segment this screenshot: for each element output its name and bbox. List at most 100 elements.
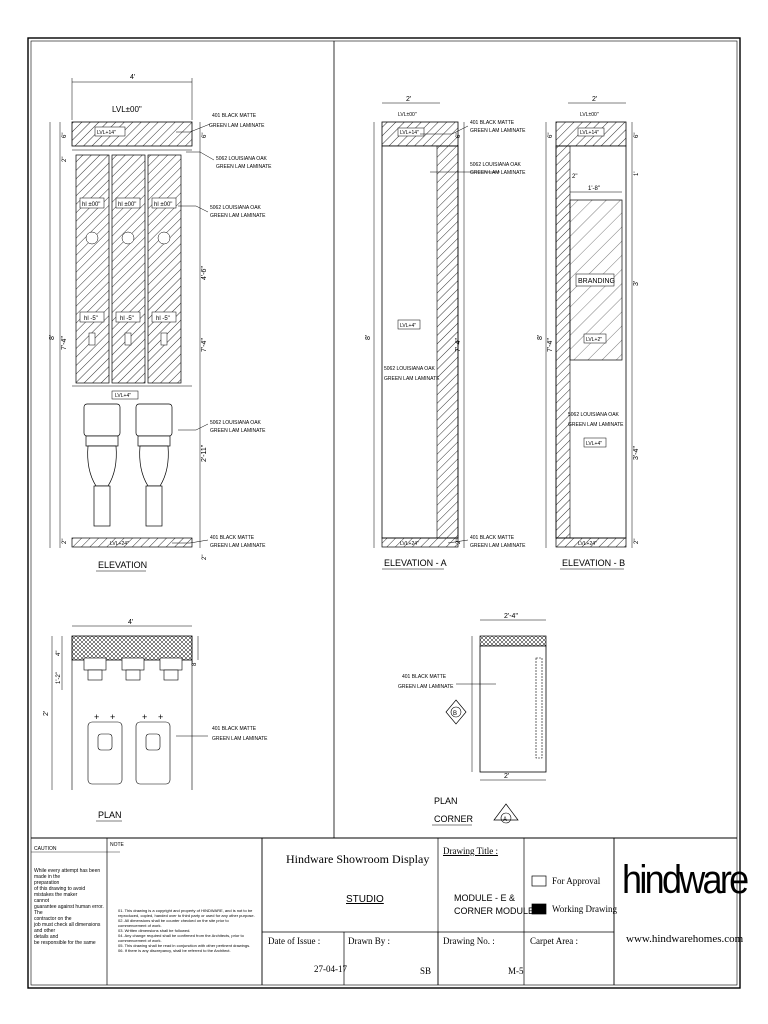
dim-3ft-b: 3' xyxy=(633,281,640,286)
dim-4ft-plan: 4' xyxy=(128,619,133,626)
note-b-oak-a: 5062 LOUISIANA OAK xyxy=(568,412,620,418)
sheet-border-outer xyxy=(27,37,741,989)
note-oak-3b: GREEN LAM LAMINATE xyxy=(210,428,266,434)
date-value: 27-04-17 xyxy=(314,964,347,974)
note-b-oak-b: GREEN LAM LAMINATE xyxy=(568,422,624,428)
toilets xyxy=(83,403,173,527)
note-a-oak-1b: GREEN LAM LAMINATE xyxy=(470,170,526,176)
working-drawing: Working Drawing xyxy=(552,904,618,914)
mirror-panels: hl ±00" hl ±00" hl ±00" hl -5" hl -5" hl… xyxy=(75,154,182,384)
dim-2in-front-b: 2" xyxy=(62,539,68,544)
lvl-14-a: LVL+14" xyxy=(400,130,419,136)
svg-text:+: + xyxy=(142,712,147,722)
note-bm-1a: 401 BLACK MATTE xyxy=(212,113,257,119)
date-label: Date of Issue : xyxy=(268,936,321,946)
elevation-a: 2' LVL±00" LVL+14" LVL+24" LVL+4" 8' 7'-… xyxy=(365,96,526,570)
title-plan: PLAN xyxy=(98,810,122,820)
lvl-14-b: LVL+14" xyxy=(580,130,599,136)
note-line: 03. Written dimensions shall be followed… xyxy=(118,928,191,933)
lvl-00-a: LVL±00" xyxy=(398,112,417,118)
note-oak-2a: 5062 LOUISIANA OAK xyxy=(210,205,262,211)
marker-b: B xyxy=(453,711,457,717)
note-oak-3a: 5062 LOUISIANA OAK xyxy=(210,420,262,426)
note-label: NOTE xyxy=(110,842,124,848)
hl-00-3: hl ±00" xyxy=(154,202,172,208)
dim-74-front: 7'-4" xyxy=(61,336,68,350)
dim-2ft-plan: 2' xyxy=(43,711,50,716)
title-block-grid xyxy=(31,838,615,985)
dim-12-plan: 1'-2" xyxy=(56,672,62,684)
dim-2in-front-r: 2" xyxy=(202,555,208,560)
dim-1ft-b: 1' xyxy=(634,172,640,176)
lvl-4-a: LVL+4" xyxy=(400,323,416,329)
dim-6in-front-r: 6" xyxy=(202,133,208,138)
lvl-00-b: LVL±00" xyxy=(580,112,599,118)
note-bm-1b: GREEN LAM LAMINATE xyxy=(209,123,265,129)
hl-00-1: hl ±00" xyxy=(82,202,100,208)
dim-8in-plan: 8" xyxy=(192,661,198,666)
website-link[interactable]: www.hindwarehomes.com xyxy=(626,933,744,945)
dim-74-b: 7'-4" xyxy=(547,338,554,352)
dim-width-4ft: 4' xyxy=(130,74,135,81)
hl-neg5-2: hl -5" xyxy=(120,316,134,322)
plan-corner: 2'-4" 2' 401 BLACK MATTE GREEN LAM LAMIN… xyxy=(398,613,547,826)
drawing-no-label: Drawing No. : xyxy=(443,936,495,946)
carpet-area-label: Carpet Area : xyxy=(530,936,578,946)
elevation-b: 2' LVL±00" LVL+14" BRANDING LVL+2" LVL+4… xyxy=(537,96,640,570)
svg-text:+: + xyxy=(110,712,115,722)
caution-text: While every attempt has been made in the… xyxy=(34,868,106,946)
title-elevation-b: ELEVATION - B xyxy=(562,558,625,568)
note-bm-2b: GREEN LAM LAMINATE xyxy=(210,543,266,549)
note-line: commencement of work. xyxy=(118,938,162,943)
marker-a: A xyxy=(503,817,507,823)
dim-6in-b-l: 6" xyxy=(548,133,554,138)
note-a-oak-2a: 5062 LOUISIANA OAK xyxy=(384,366,436,372)
for-approval: For Approval xyxy=(552,876,601,886)
drawn-value: SB xyxy=(420,966,432,976)
note-a-oak-2b: GREEN LAM LAMINATE xyxy=(384,376,440,382)
dim-46-front: 4'-6" xyxy=(201,266,208,280)
dim-6in-front-l: 6" xyxy=(62,133,68,138)
dim-24-corner: 2'-4" xyxy=(504,613,518,620)
dim-2in-front-l: 2" xyxy=(62,157,68,162)
drawing-title-label: Drawing Title : xyxy=(443,846,499,856)
caution-line: job must check all dimensions and other xyxy=(34,922,101,934)
dim-8ft-front: 8' xyxy=(49,335,56,340)
note-plan-bm-a: 401 BLACK MATTE xyxy=(212,726,257,732)
note-a-bm-1b: GREEN LAM LAMINATE xyxy=(470,128,526,134)
dim-2ft-b: 2' xyxy=(592,96,597,103)
note-line: 06. If there is any discrepancy, shall b… xyxy=(118,948,231,953)
lvl-24-a: LVL+24" xyxy=(400,541,419,547)
drawn-label: Drawn By : xyxy=(348,936,390,946)
note-line: 04. Any change required shall be confirm… xyxy=(118,933,244,938)
dim-2in-b-top: 2" xyxy=(572,174,577,180)
note-oak-1a: 5062 LOUISIANA OAK xyxy=(216,156,268,162)
plan-front: 4' ++ ++ 2' 1'-2" 4" 8" 401 BLACK MATTE … xyxy=(43,619,268,822)
note-a-bm-1a: 401 BLACK MATTE xyxy=(470,120,515,126)
caution-line: be responsible for the same xyxy=(34,940,96,946)
caution-line: contractor on the xyxy=(34,916,72,922)
dim-74-front-r: 7'-4" xyxy=(201,338,208,352)
note-line: 01. This drawing is a copyright and prop… xyxy=(118,908,253,913)
note-a-oak-1a: 5062 LOUISIANA OAK xyxy=(470,162,522,168)
caution-line: of this drawing to avoid mistakes the ma… xyxy=(34,886,86,898)
drawing-title-line2: CORNER MODULE xyxy=(454,906,535,916)
caution-line: cannot xyxy=(34,898,50,904)
note-oak-2b: GREEN LAM LAMINATE xyxy=(210,213,266,219)
hl-neg5-1: hl -5" xyxy=(84,316,98,322)
elevation-front: 4' LVL±00" LVL+14" hl ±00" hl ±00" hl ±0… xyxy=(49,74,272,572)
dim-74-a: 7'-4" xyxy=(455,338,462,352)
project-name: Hindware Showroom Display xyxy=(286,852,430,866)
hl-00-2: hl ±00" xyxy=(118,202,136,208)
caution-line: While every attempt has been made in the xyxy=(34,868,101,880)
dim-8ft-b: 8' xyxy=(537,335,544,340)
hl-neg5-3: hl -5" xyxy=(156,316,170,322)
svg-text:+: + xyxy=(94,712,99,722)
dim-2in-b: 2" xyxy=(634,539,640,544)
lvl-2-b: LVL+2" xyxy=(586,337,602,343)
sheet-border-inner xyxy=(30,40,738,986)
note-text: 01. This drawing is a copyright and prop… xyxy=(118,908,260,953)
drawing-title-line1: MODULE - E & xyxy=(454,893,516,903)
caution-line: details and xyxy=(34,934,59,940)
